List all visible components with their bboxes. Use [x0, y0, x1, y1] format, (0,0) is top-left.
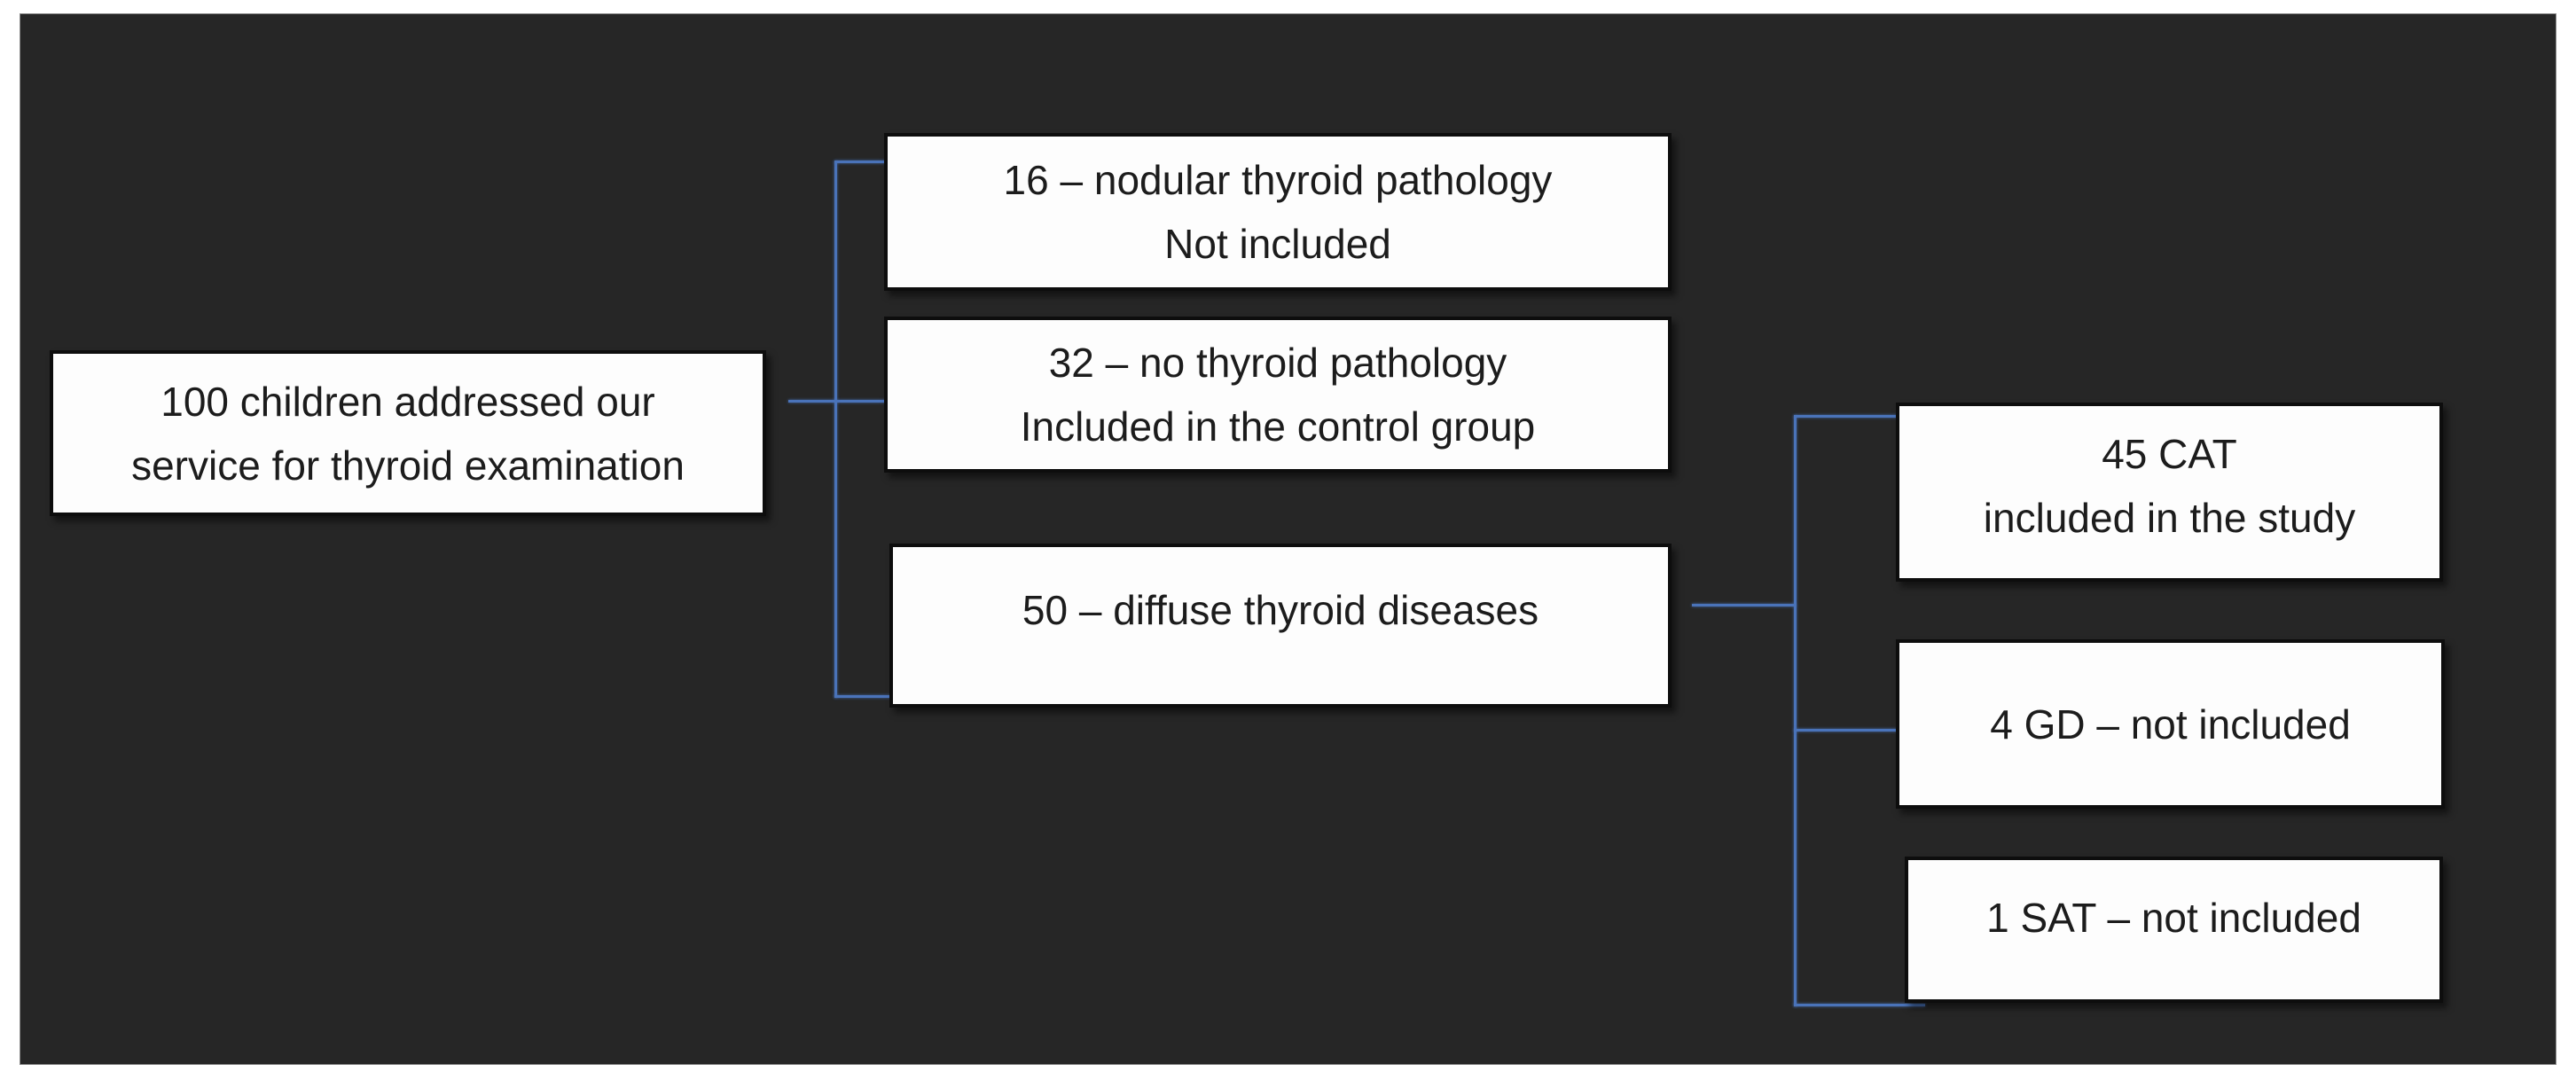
node-sat-excluded-line-1: 1 SAT – not included — [1986, 894, 2361, 941]
connector-branch-cat — [1794, 415, 1916, 418]
node-cat-included-line-2: included in the study — [1983, 495, 2356, 541]
node-cat-included: 45 CAT included in the study — [1896, 403, 2443, 582]
connector-branch-gd — [1794, 729, 1916, 732]
node-root: 100 children addressed our service for t… — [50, 350, 766, 516]
connector-branch-sat — [1794, 1004, 1925, 1006]
node-diffuse-diseases: 50 – diffuse thyroid diseases — [889, 544, 1672, 708]
node-gd-excluded: 4 GD – not included — [1896, 639, 2445, 809]
node-gd-excluded-line-1: 4 GD – not included — [1990, 700, 2351, 747]
node-control-group: 32 – no thyroid pathology Included in th… — [884, 317, 1672, 473]
node-cat-included-line-1: 45 CAT — [2102, 431, 2237, 477]
node-diffuse-diseases-line-1: 50 – diffuse thyroid diseases — [1022, 586, 1539, 633]
node-root-line-1: 100 children addressed our — [161, 378, 655, 425]
node-root-line-2: service for thyroid examination — [131, 442, 685, 489]
connector-left-spine — [834, 161, 837, 698]
node-sat-excluded: 1 SAT – not included — [1905, 857, 2443, 1003]
connector-diffuse-feeder — [1692, 604, 1796, 607]
connector-branch-nodular — [834, 160, 904, 163]
node-control-group-line-1: 32 – no thyroid pathology — [1048, 340, 1507, 386]
node-control-group-line-2: Included in the control group — [1020, 403, 1536, 450]
connector-branch-diffuse — [834, 695, 910, 698]
connector-right-spine — [1794, 416, 1797, 1006]
node-nodular-excluded: 16 – nodular thyroid pathology Not inclu… — [884, 133, 1672, 291]
node-nodular-excluded-line-2: Not included — [1164, 221, 1391, 267]
connector-root-feeder — [788, 400, 904, 403]
node-nodular-excluded-line-1: 16 – nodular thyroid pathology — [1003, 157, 1553, 203]
